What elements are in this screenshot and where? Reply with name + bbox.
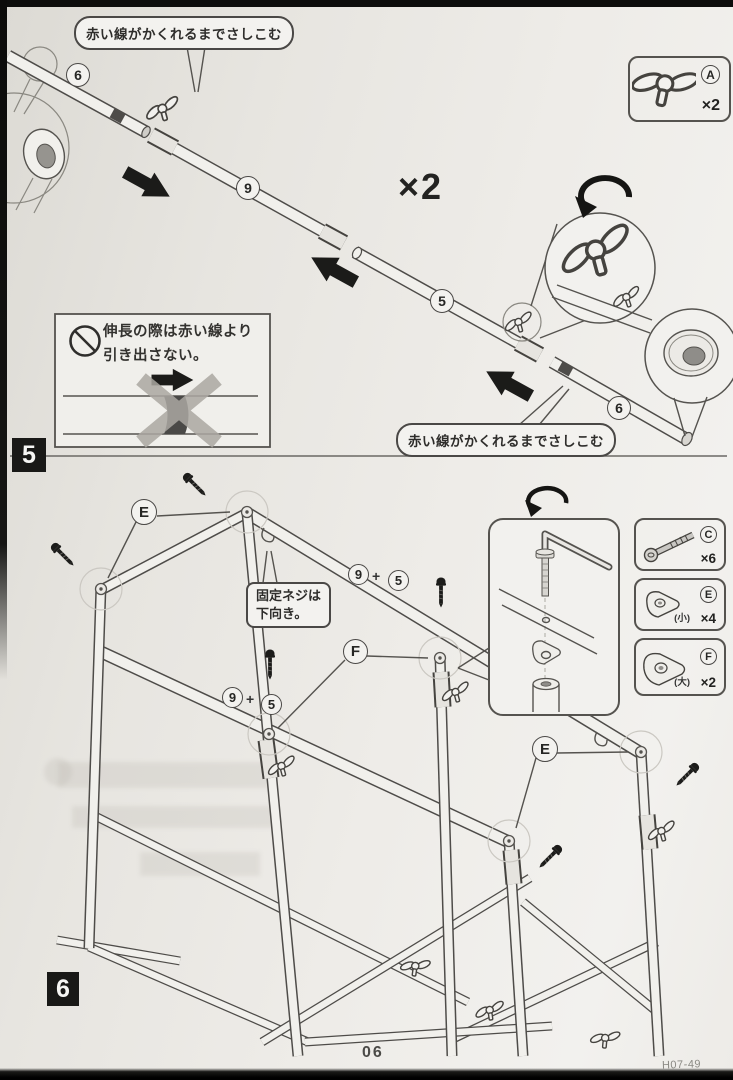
pipe-label-6-lower: 6 [607, 396, 631, 420]
rotation-arrow-icon [525, 485, 569, 517]
warning-box [54, 313, 271, 448]
bar-label-5-bottom: 5 [261, 694, 282, 715]
step-number-6: 6 [47, 972, 79, 1006]
wing-nut-icon [140, 92, 185, 126]
plus-sign: + [372, 568, 381, 584]
part-count-f: ×2 [700, 675, 716, 690]
bleed-through-icon [44, 758, 72, 786]
note-line1: 固定ネジは [256, 588, 322, 603]
note-line2: 下向き。 [256, 606, 308, 622]
bolt-icon [643, 531, 695, 563]
plus-sign: + [246, 691, 255, 707]
part-count-c: ×6 [700, 551, 716, 566]
part-letter-e: E [700, 586, 717, 603]
callout-insert-to-red-line-top: 赤い線がかくれるまでさしこむ [74, 16, 294, 50]
pipe-label-9: 9 [236, 176, 260, 200]
part-letter-a: A [701, 65, 720, 84]
highlight-circle [502, 302, 542, 342]
assembly-multiplier: ×2 [398, 166, 444, 207]
clip-label-f: F [343, 639, 368, 664]
photo-edge-left [0, 0, 7, 680]
bar-label-9-bottom: 9 [222, 687, 243, 708]
part-count-e: ×4 [700, 611, 716, 626]
bar-label-9-top: 9 [348, 564, 369, 585]
hex-key-icon [541, 530, 613, 571]
frame-joints [94, 505, 648, 848]
bleed-through-text [72, 806, 277, 828]
part-box-e: E (小) ×4 [634, 578, 726, 631]
crossed-out-x-icon [136, 373, 222, 448]
part-size-note-e: (小) [674, 613, 690, 624]
red-line-mark [557, 361, 574, 377]
step-number-5: 5 [12, 438, 46, 472]
photo-edge-top [0, 0, 733, 7]
step6-frame-assembly-diagram [48, 470, 702, 1057]
part-box-a: A ×2 [628, 56, 731, 122]
warning-text-line1: 伸長の際は赤い線より [103, 324, 253, 340]
part-letter-c: C [700, 526, 717, 543]
part-box-f: F (大) ×2 [634, 638, 726, 696]
pipe-label-6-upper: 6 [66, 63, 90, 87]
step5-pipe-assembly-diagram [0, 46, 733, 457]
warning-text-line2: 引き出さない。 [103, 348, 208, 364]
pipe-end-detail-circle [644, 308, 733, 438]
wing-nut-detail-circle [544, 175, 656, 334]
red-line-mark [109, 108, 126, 124]
prohibition-icon [69, 325, 101, 357]
pipe-label-5: 5 [430, 289, 454, 313]
part-count-a: ×2 [701, 97, 720, 114]
bar-label-5-top: 5 [388, 570, 409, 591]
clip-label-e-left: E [131, 499, 157, 525]
clip-label-e-right: E [532, 736, 558, 762]
clip-icon [532, 640, 561, 665]
page-number: 06 [362, 1044, 384, 1061]
clip-small-icon [646, 591, 680, 618]
part-size-note-f: (大) [674, 677, 690, 688]
photo-edge-bottom [0, 1068, 733, 1080]
corner-partial-detail [0, 46, 70, 214]
rotation-arrow-icon [575, 175, 633, 218]
wing-nut-icon [632, 60, 696, 114]
note-fixing-screw-down: 固定ネジは 下向き。 [246, 582, 332, 629]
clip-large-icon [643, 652, 686, 686]
callout-insert-to-red-line-bottom: 赤い線がかくれるまでさしこむ [396, 423, 616, 457]
part-box-c: C ×6 [634, 518, 726, 571]
part-letter-f: F [700, 648, 717, 665]
hex-key-detail-box [457, 485, 620, 716]
